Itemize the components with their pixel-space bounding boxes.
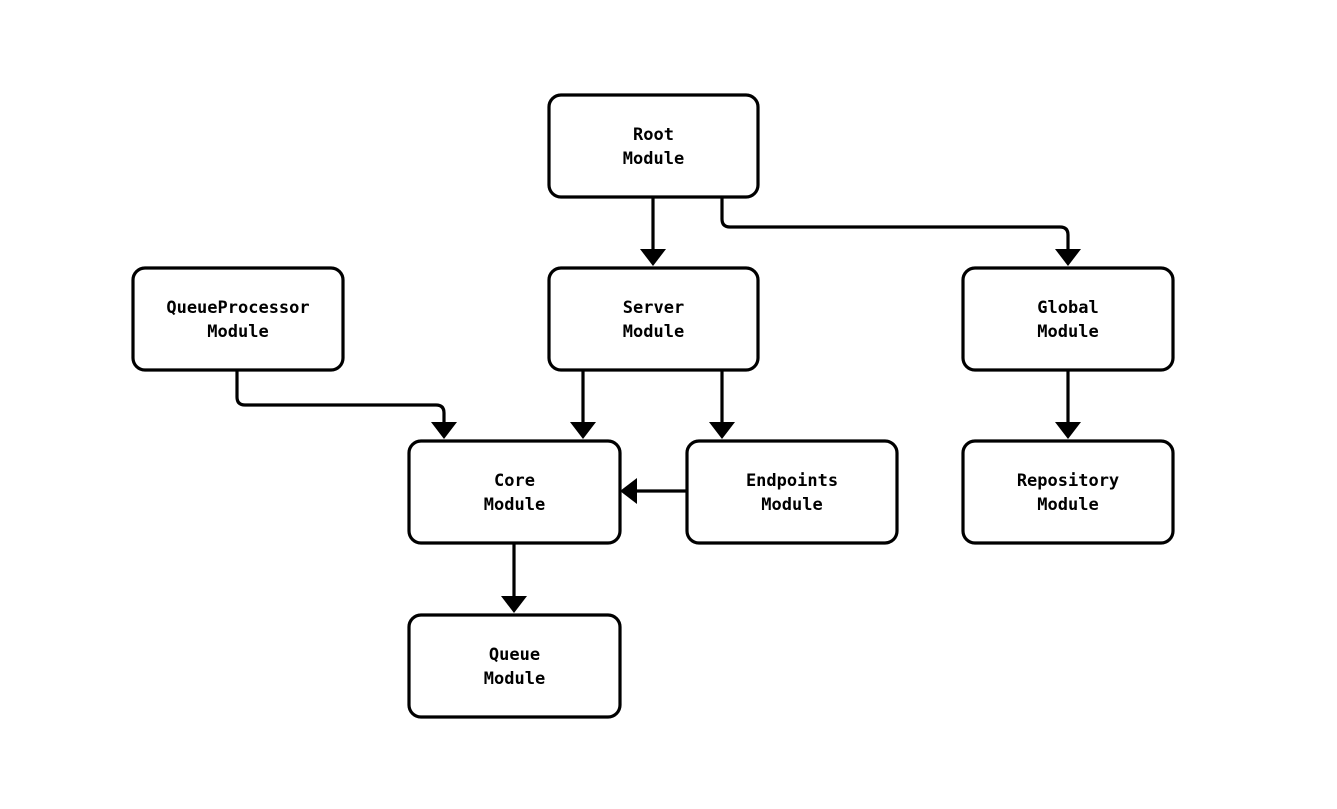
- node-label-line2: Module: [623, 149, 684, 169]
- edge-line: [720, 197, 1070, 253]
- edge-server-to-core: [570, 370, 596, 439]
- node-box[interactable]: [131, 266, 345, 372]
- node-label-line1: Root: [633, 125, 674, 145]
- node-box[interactable]: [547, 266, 760, 372]
- node-label-line1: Server: [623, 298, 684, 318]
- edge-arrowhead: [501, 596, 527, 613]
- node-label-line1: Endpoints: [746, 471, 838, 491]
- nodes-layer: RootModuleQueueProcessorModuleServerModu…: [131, 93, 1175, 719]
- edge-arrowhead: [1055, 422, 1081, 439]
- edge-global-to-repository: [1055, 370, 1081, 439]
- node-label-line2: Module: [1037, 495, 1098, 515]
- node-label-line1: Global: [1037, 298, 1098, 318]
- node-label-line2: Module: [761, 495, 822, 515]
- node-box[interactable]: [961, 266, 1175, 372]
- edge-core-to-queue: [501, 543, 527, 613]
- edge-arrowhead: [620, 478, 637, 504]
- node-label-line1: Core: [494, 471, 535, 491]
- edge-arrowhead: [640, 249, 666, 266]
- edges-layer: [235, 197, 1081, 613]
- node-label-line1: Queue: [489, 645, 540, 665]
- edge-queueprocessor-to-core: [235, 370, 457, 439]
- edge-root-to-global: [720, 197, 1081, 266]
- node-label-line2: Module: [484, 669, 545, 689]
- edge-arrowhead: [709, 422, 735, 439]
- node-label-line2: Module: [207, 322, 268, 342]
- node-box[interactable]: [407, 613, 622, 719]
- node-box[interactable]: [407, 439, 622, 545]
- edge-arrowhead: [431, 422, 457, 439]
- edge-arrowhead: [1055, 249, 1081, 266]
- node-label-line2: Module: [623, 322, 684, 342]
- node-box[interactable]: [961, 439, 1175, 545]
- node-box[interactable]: [547, 93, 760, 199]
- node-box[interactable]: [685, 439, 899, 545]
- edge-root-to-server: [640, 197, 666, 266]
- edge-arrowhead: [570, 422, 596, 439]
- edge-server-to-endpoints: [709, 370, 735, 439]
- edge-endpoints-to-core: [620, 478, 687, 504]
- node-label-line2: Module: [484, 495, 545, 515]
- edge-line: [235, 370, 446, 426]
- node-label-line2: Module: [1037, 322, 1098, 342]
- node-label-line1: QueueProcessor: [166, 298, 309, 318]
- node-label-line1: Repository: [1017, 471, 1119, 491]
